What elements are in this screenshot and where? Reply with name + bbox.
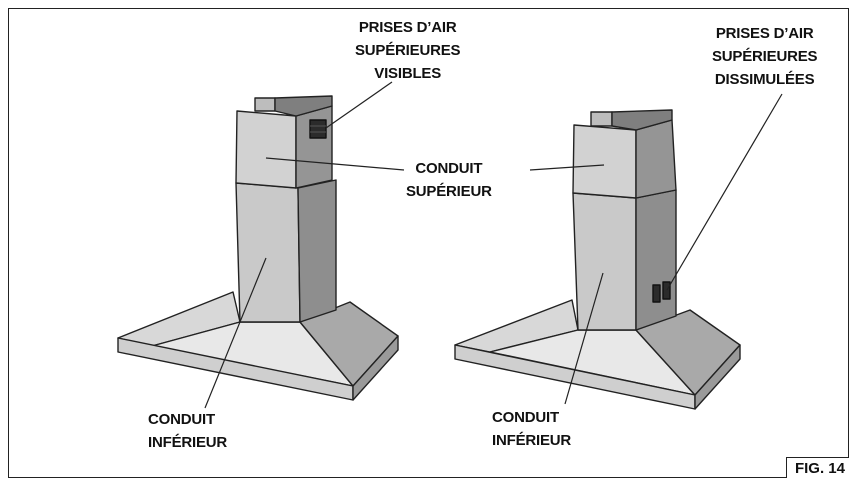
figure-frame [8, 8, 849, 478]
left-hood-base-right [352, 335, 399, 401]
leader-upper-duct-left [265, 157, 405, 171]
leader-left-lower-duct [204, 257, 267, 409]
label-left-top-intake: PRISES D’AIR SUPÉRIEURES VISIBLES [355, 19, 461, 82]
right-hood-base-right [694, 344, 741, 410]
label-right-lower-duct: CONDUIT INFÉRIEUR [492, 409, 572, 449]
right-upper-duct-flange-side [611, 109, 673, 131]
right-concealed-vent-2 [662, 281, 671, 300]
leader-left-top-intake [325, 81, 393, 129]
leader-lines [204, 81, 783, 409]
leader-upper-duct-right [529, 164, 605, 171]
left-visible-vent [309, 119, 327, 139]
label-left-lower-duct: CONDUIT INFÉRIEUR [148, 411, 228, 451]
right-concealed-vent-1 [652, 284, 661, 303]
left-range-hood [117, 95, 399, 401]
leader-right-top-intake [666, 93, 783, 291]
label-upper-duct: CONDUIT SUPÉRIEUR [406, 160, 492, 200]
leader-right-lower-duct [564, 272, 604, 405]
left-lower-duct-side [297, 179, 337, 323]
right-range-hood [454, 109, 741, 410]
left-upper-duct-flange-side [274, 95, 333, 117]
label-right-top-intake: PRISES D’AIR SUPÉRIEURES DISSIMULÉES [712, 25, 818, 88]
figure-number-label: FIG. 14 [785, 457, 849, 478]
